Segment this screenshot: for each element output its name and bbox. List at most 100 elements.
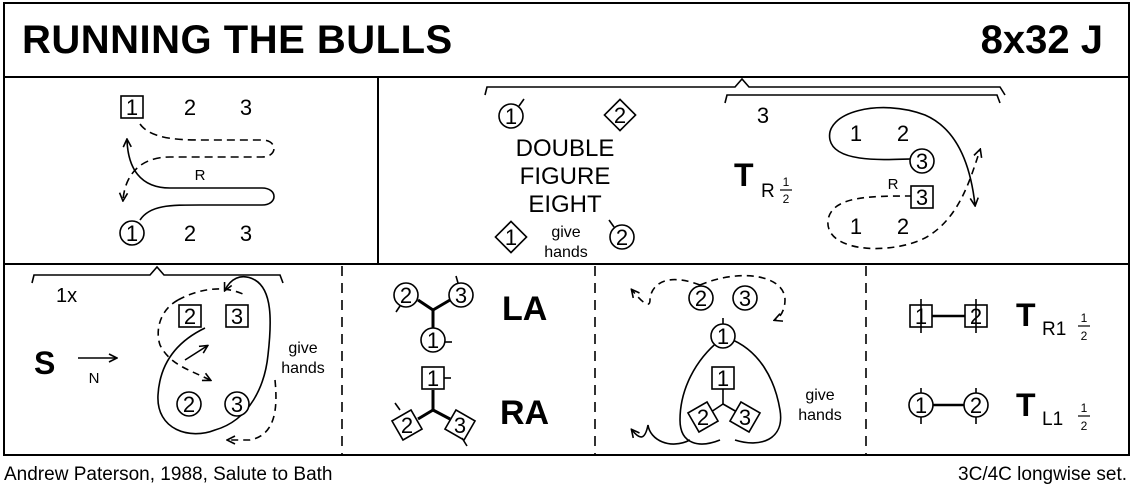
bar4-la-circle-2 [393,282,419,308]
svg-text:1: 1 [915,304,927,329]
bar4-figure: 2 3 1 LA 1 2 3 RA [390,275,549,447]
grid-lines [3,2,1130,456]
bar1-shoulder: R [195,167,206,184]
svg-text:3: 3 [231,392,243,417]
svg-text:1: 1 [717,324,729,349]
svg-text:1: 1 [1081,311,1088,325]
bar1-figure: 1 2 3 1 2 3 R [119,95,275,246]
svg-text:2: 2 [697,405,709,430]
square-1 [120,95,144,119]
bar2-brace-sub [724,94,1001,104]
dance-formation: 8x32 J [980,18,1103,62]
bar2-figure: 1 2 DOUBLE FIGURE EIGHT 1 2 give hands 3… [484,77,1006,261]
svg-text:3: 3 [916,149,928,174]
bar3-circle-3 [224,391,250,417]
dance-title: RUNNING THE BULLS [22,18,453,62]
svg-text:1: 1 [1081,401,1088,415]
svg-text:1: 1 [427,328,439,353]
svg-text:2: 2 [1081,419,1088,433]
bar2-hands: hands [544,244,588,261]
bar6-bottom-T: T [1016,387,1036,423]
bar1-top-1: 1 [126,95,138,120]
svg-text:2: 2 [614,103,626,128]
svg-text:3: 3 [454,413,466,438]
bar2-circle-2-bottom [609,224,635,250]
svg-text:2: 2 [183,392,195,417]
bar6-bottom-sub: L1 [1042,409,1063,430]
bar2-turn-T: T [734,157,754,193]
bar4-ra-diamond-2 [390,408,424,442]
bar3-square-3 [225,304,249,328]
bar5-give: give [805,387,834,404]
svg-text:3: 3 [739,405,751,430]
bar3-hands: hands [281,360,325,377]
bar5-hands: hands [798,407,842,424]
bar1-dashed-track [123,123,275,200]
svg-text:1: 1 [427,366,439,391]
bar2-pos-top-2: 2 [897,121,909,146]
bar4-la-circle-3 [448,282,474,308]
svg-text:2: 2 [400,283,412,308]
circle-1 [119,220,145,246]
bar5-circle-2 [688,285,714,311]
dashed-dividers [341,266,867,455]
bar5-diamond-2 [686,400,720,434]
bar2-circle-3 [909,148,935,174]
svg-text:2: 2 [970,393,982,418]
bar5-solid-right [727,337,782,444]
bar5-diamond-3 [728,400,762,434]
bar2-solid-loop [828,106,975,205]
svg-text:1: 1 [915,393,927,418]
bar3-count: 1x [56,285,77,307]
bar2-diamond-1-bottom [494,220,528,254]
bar1-bottom-2: 2 [184,221,196,246]
bar5-solid-bottom-arrow [632,424,691,445]
svg-text:1: 1 [505,104,517,129]
bar2-diamond-2-top [603,98,637,132]
svg-text:2: 2 [616,225,628,250]
bar2-label-double: DOUBLE [516,135,615,162]
svg-text:3: 3 [231,304,243,329]
bar3-give: give [288,340,317,357]
bar1-bottom-3: 3 [240,221,252,246]
bar2-frac-den: 2 [783,192,790,206]
svg-text:2: 2 [970,304,982,329]
bar5-figure: 2 3 1 1 2 3 give hands [632,274,842,445]
bar2-dashed-loop [827,150,980,250]
bar2-label-figure: FIGURE [520,163,611,190]
dance-credit: Andrew Paterson, 1988, Salute to Bath [4,464,333,485]
bar5-circle-1 [710,323,736,349]
bar2-frac-num: 1 [783,175,790,189]
bar1-bottom-1: 1 [126,221,138,246]
bar2-shoulder: R [888,176,899,193]
bar5-dashed-right [699,274,786,320]
svg-text:1: 1 [717,366,729,391]
svg-text:3: 3 [739,286,751,311]
bar2-count: 3 [757,103,769,128]
bar3-figure: 1x S N 2 3 2 3 give hands [31,265,325,440]
bar3-brace [31,265,284,284]
bar6-figure: 1 2 T R1 1 2 1 2 T L1 1 2 [908,297,1090,433]
bar5-circle-3 [732,285,758,311]
bar2-turn-sub: R [761,181,775,202]
bar1-top-3: 3 [240,95,252,120]
bar2-label-eight: EIGHT [528,191,602,218]
bar2-pos-top-1: 1 [850,121,862,146]
bar2-pos-bot-1: 1 [850,214,862,239]
svg-text:2: 2 [401,413,413,438]
bar4-la-circle-1 [420,327,446,353]
svg-text:2: 2 [184,304,196,329]
bar2-circle-1-top [498,103,524,129]
bar2-brace-main [484,77,1006,96]
svg-text:3: 3 [455,283,467,308]
svg-text:2: 2 [1081,329,1088,343]
bar3-dashed-right [228,379,277,440]
bar3-solid-path [157,275,271,435]
bar2-pos-bot-2: 2 [897,214,909,239]
bar3-inner-solid [184,346,207,361]
bar3-dashed-path [157,299,210,380]
svg-text:1: 1 [505,225,517,250]
bar3-dashed-top [177,288,246,301]
bar1-top-2: 2 [184,95,196,120]
